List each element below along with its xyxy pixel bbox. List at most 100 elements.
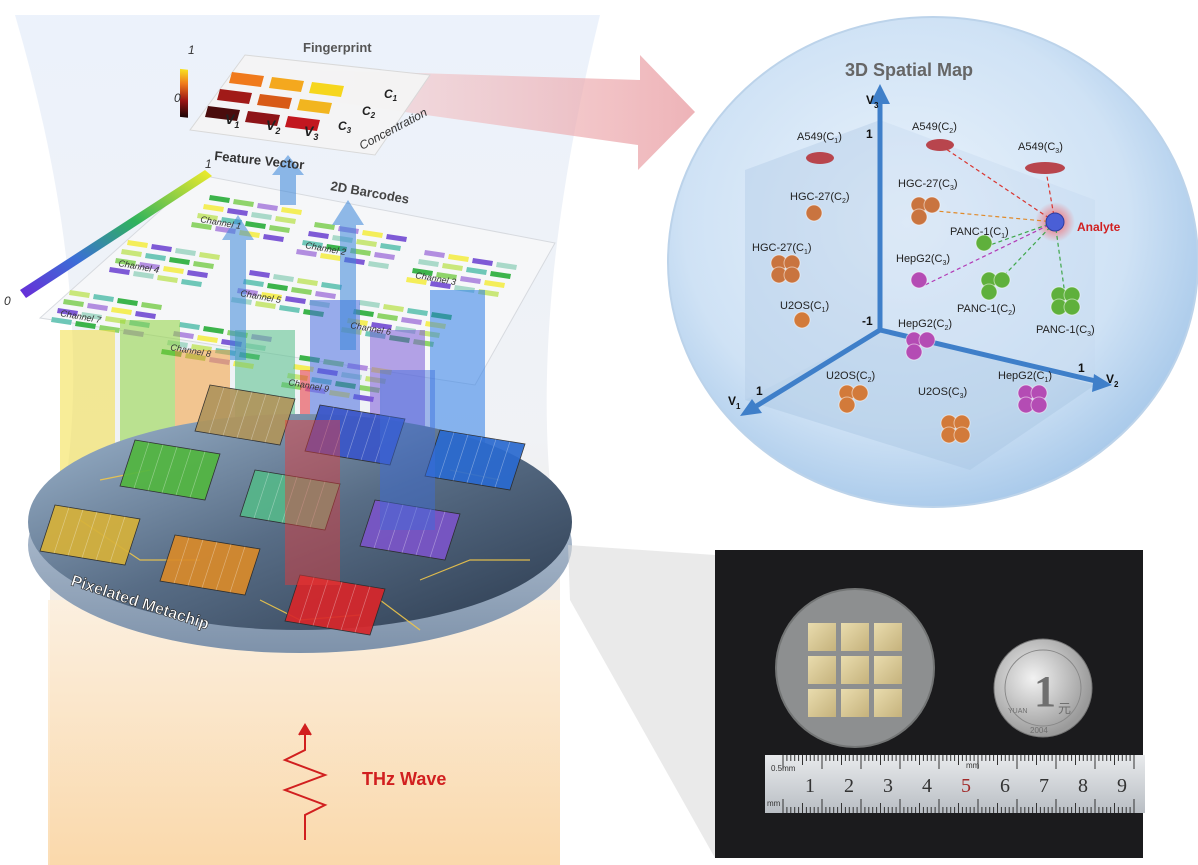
barcode-bar xyxy=(371,322,392,330)
gold-pad xyxy=(808,656,836,684)
barcode-bar xyxy=(401,317,422,325)
cell-marker xyxy=(1025,162,1065,174)
barcode-bar xyxy=(157,275,178,283)
fingerprint-col-v3: V3 xyxy=(304,123,318,142)
cell-label: PANC-1(C3) xyxy=(1036,324,1095,338)
cell-marker xyxy=(1030,396,1048,414)
photo-panel xyxy=(715,550,1145,858)
barcode-bar xyxy=(315,291,336,299)
barcode-bar xyxy=(193,261,214,269)
cell-marker xyxy=(838,396,856,414)
barcode-bar xyxy=(181,279,202,287)
ruler-number: 4 xyxy=(922,775,932,797)
cell-marker xyxy=(975,234,993,252)
gold-pad xyxy=(874,623,902,651)
fingerprint-scale xyxy=(180,68,188,118)
chip-grid-line xyxy=(466,436,483,484)
fingerprint-cell xyxy=(205,106,240,121)
barcode-bar xyxy=(121,249,142,257)
barcode-bar xyxy=(111,307,132,315)
chip-grid-line xyxy=(253,472,270,519)
cell-marker xyxy=(953,426,971,444)
barcode-bar xyxy=(199,252,220,260)
chip-grid-line xyxy=(147,444,164,491)
barcode-bar xyxy=(356,239,377,247)
barcode-bar xyxy=(209,195,230,203)
chip-grid-line xyxy=(387,504,404,551)
barcode-bar xyxy=(63,299,84,307)
barcode-bar xyxy=(412,268,433,276)
barcode-bar xyxy=(430,281,451,289)
barcode-bar xyxy=(263,234,284,242)
barcode-bar xyxy=(377,313,398,321)
barcode-bar xyxy=(109,267,130,275)
barcode-bar xyxy=(243,279,264,287)
chip-grid-line xyxy=(346,411,363,459)
ruler-number: 8 xyxy=(1078,775,1088,797)
tick-v2: 1 xyxy=(1078,361,1085,375)
chip-grid-line xyxy=(429,511,446,558)
barcode-bar xyxy=(115,258,136,266)
fingerprint-cell xyxy=(257,94,292,109)
chip-grid-line xyxy=(175,449,192,496)
fingerprint-scale-min: 0 xyxy=(174,91,181,105)
fingerprint-cell xyxy=(309,82,344,97)
chip-grid-line xyxy=(415,509,432,556)
chip-grid-line xyxy=(95,514,112,561)
ruler-number: 6 xyxy=(1000,775,1010,797)
metachip-pixel xyxy=(39,504,141,566)
barcode-bar xyxy=(145,253,166,261)
spatial-map-title: 3D Spatial Map xyxy=(845,60,973,80)
axis-v1-label: V1 xyxy=(728,394,741,411)
chip-grid-line xyxy=(187,539,204,586)
ruler-number: 3 xyxy=(883,775,893,797)
chip-grid-line xyxy=(215,544,232,591)
fingerprint-cell xyxy=(297,99,332,114)
barcode-bar xyxy=(291,287,312,295)
coin-year: 2004 xyxy=(1030,726,1048,735)
cell-marker xyxy=(1063,298,1081,316)
barcode-bar xyxy=(302,240,323,248)
cell-marker xyxy=(910,271,928,289)
chip-grid-line xyxy=(340,584,357,631)
light-columns-front xyxy=(285,370,435,585)
metachip-pixel xyxy=(359,499,461,561)
barcode-scale xyxy=(20,170,212,298)
barcode-bar xyxy=(496,262,517,270)
cell-marker xyxy=(805,204,823,222)
barcode-bar xyxy=(93,294,114,302)
metachip-pixel xyxy=(159,534,261,596)
chip-grid-line xyxy=(281,476,298,524)
barcode-bar xyxy=(203,326,224,334)
barcode-bar xyxy=(407,308,428,316)
fingerprint-cell xyxy=(269,77,304,92)
cell-label: HGC-27(C3) xyxy=(898,178,958,192)
chip-grid-line xyxy=(360,414,377,461)
barcode-bar xyxy=(320,253,341,261)
chip-grid-line xyxy=(298,577,315,624)
chip-grid-line xyxy=(189,451,206,498)
thz-wave-label: THz Wave xyxy=(362,769,446,789)
barcode-bar xyxy=(57,308,78,316)
chip-grid-line xyxy=(236,391,253,439)
fingerprint-panel xyxy=(180,54,431,156)
analyte-marker xyxy=(1045,212,1065,232)
ruler-number: 9 xyxy=(1117,775,1127,797)
chip-grid-line xyxy=(267,474,284,521)
barcode-bar xyxy=(191,222,212,230)
fingerprint-cell xyxy=(229,72,264,87)
chip-grid-line xyxy=(295,479,312,526)
metachip-pixel xyxy=(194,384,296,446)
cell-marker xyxy=(905,343,923,361)
chip-grid-line xyxy=(264,396,281,443)
barcode-bar xyxy=(275,216,296,224)
barcode-bar xyxy=(75,321,96,329)
barcode-bar xyxy=(383,304,404,312)
barcode-bar xyxy=(169,257,190,265)
gold-pad xyxy=(874,656,902,684)
coin-char: 元 xyxy=(1058,701,1071,716)
ruler-number: 5 xyxy=(961,775,971,797)
barcode-bar xyxy=(359,300,380,308)
chip-grid-line xyxy=(229,546,246,593)
fingerprint-cell xyxy=(217,89,252,104)
